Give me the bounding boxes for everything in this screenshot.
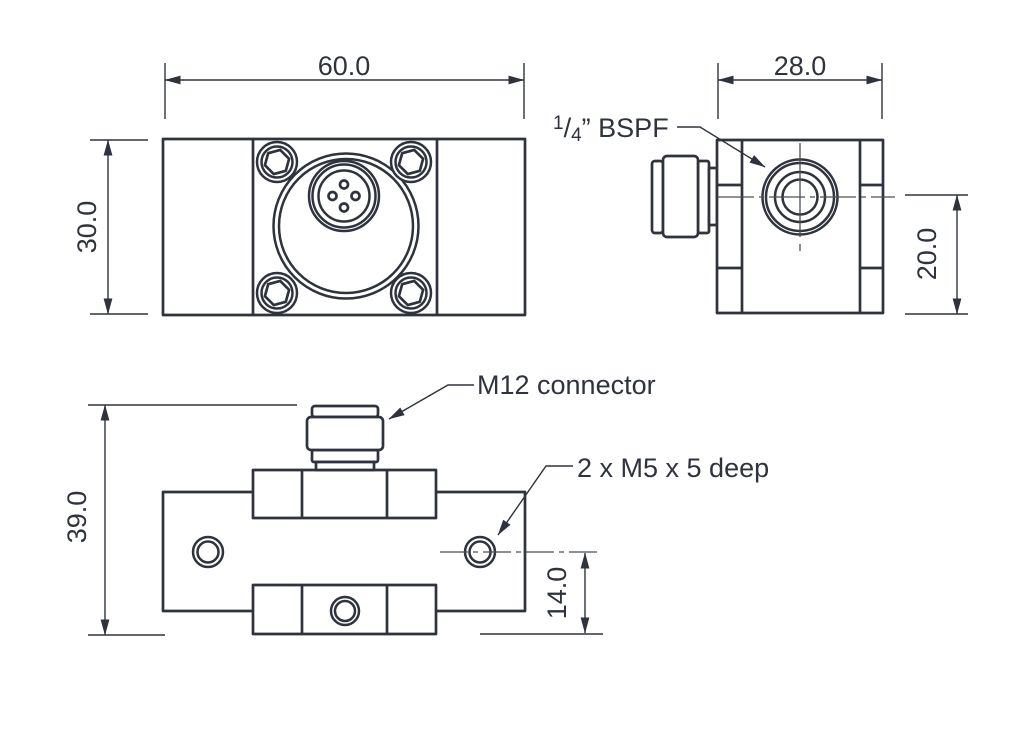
flange-inner-circle — [277, 157, 415, 295]
connector-ring — [696, 159, 711, 235]
connector-pin-bottom — [338, 202, 350, 213]
flange-outer-circle — [272, 152, 420, 300]
connector-pin-top — [338, 179, 350, 190]
m12-label-group: M12 connector — [388, 370, 656, 420]
side-view: 28.0 20.0 1/4” BSPF — [553, 51, 968, 315]
bottom-view: 39.0 14.0 M12 connector 2 x M5 x 5 deep — [62, 370, 769, 636]
connector-face-inner — [317, 169, 371, 223]
connector-cap — [310, 404, 380, 419]
front-height-dim-group: 30.0 — [72, 139, 148, 315]
side-height-dimension: 20.0 — [912, 228, 942, 281]
fraction-numerator: 1 — [553, 113, 564, 134]
front-height-dimension: 30.0 — [72, 201, 102, 254]
connector-ring — [310, 448, 380, 464]
front-width-dimension: 60.0 — [318, 51, 371, 81]
hex-bolt-top-left — [255, 140, 299, 184]
fraction-denominator: 4 — [571, 125, 582, 146]
connector-body — [305, 415, 385, 452]
front-view: 60.0 30.0 — [72, 51, 527, 317]
bspf-port — [718, 143, 895, 251]
m12-connector-top — [305, 404, 385, 472]
front-width-dim-group: 60.0 — [164, 51, 525, 119]
m12-connector-side — [650, 154, 719, 239]
hole-offset-dim-group: 14.0 — [480, 552, 603, 635]
connector-pin-right — [350, 190, 361, 202]
connector-body — [661, 154, 700, 239]
hole-offset-dimension: 14.0 — [542, 567, 572, 620]
leader-line — [677, 126, 766, 168]
m5-holes-label: 2 x M5 x 5 deep — [577, 453, 769, 483]
top-boss-block — [251, 468, 438, 520]
bspf-label-group: 1/4” BSPF — [553, 113, 766, 168]
bspf-label-suffix: ” BSPF — [582, 113, 669, 143]
bottom-height-dim-group: 39.0 — [62, 404, 297, 636]
m12-connector-face — [307, 159, 381, 233]
left-mounting-hole — [191, 535, 225, 569]
hex-bolt-bottom-left — [255, 271, 299, 315]
hex-bolt-top-right — [389, 140, 433, 184]
m12-connector-label: M12 connector — [477, 370, 656, 400]
leader-line — [497, 465, 573, 536]
bspf-port-label: 1/4” BSPF — [553, 113, 669, 146]
leader-line — [388, 384, 474, 420]
hole-inner — [196, 540, 220, 564]
hole-inner — [333, 599, 357, 623]
hex-bolt-bottom-right — [389, 271, 433, 315]
bottom-height-dimension: 39.0 — [62, 491, 92, 544]
side-width-dimension: 28.0 — [774, 51, 827, 81]
bottom-block-hole — [329, 595, 361, 627]
connector-face-mid — [311, 163, 377, 229]
m5-label-group: 2 x M5 x 5 deep — [497, 453, 769, 536]
side-width-dim-group: 28.0 — [717, 51, 883, 119]
right-mounting-hole — [440, 535, 602, 569]
side-height-dim-group: 20.0 — [905, 194, 968, 315]
fraction-slash: / — [564, 113, 572, 143]
connector-cap — [650, 159, 665, 235]
connector-neck — [314, 460, 376, 472]
connector-pin-left — [327, 190, 338, 202]
